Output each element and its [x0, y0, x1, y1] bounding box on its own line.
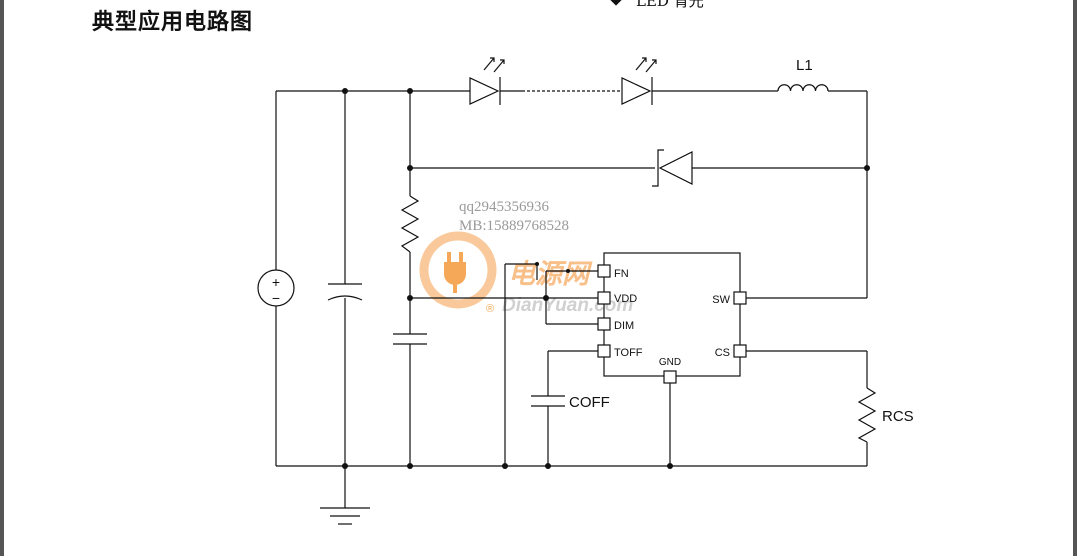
schottky-diode-icon: [652, 149, 693, 187]
window-edge-left: [0, 0, 4, 556]
input-capacitor-icon: [327, 283, 363, 301]
pin-vdd: [597, 291, 611, 305]
coff-capacitor-icon: [531, 395, 565, 407]
pin-gnd-label: GND: [659, 357, 681, 368]
watermark-qq: qq2945356936: [459, 199, 549, 215]
pin-vdd-label: VDD: [614, 293, 637, 305]
ground-icon: [320, 507, 370, 525]
rcs-label: RCS: [882, 408, 914, 425]
pin-fn: [597, 264, 611, 278]
wires: [275, 90, 868, 508]
inductor-label: L1: [796, 57, 813, 74]
led-1-icon: [469, 57, 505, 105]
pin-sw-label: SW: [712, 294, 730, 306]
vdd-capacitor-icon: [393, 333, 427, 345]
logo-registered-mark: ®: [486, 303, 494, 315]
logo-ring-icon: [419, 231, 497, 309]
pin-gnd: [663, 370, 677, 384]
dc-source-icon: + −: [257, 269, 295, 307]
driver-ic: FN VDD DIM TOFF GND SW CS: [597, 252, 747, 384]
rcs-resistor-icon: [857, 387, 877, 443]
window-edge-right: [1073, 0, 1077, 556]
coff-label: COFF: [569, 394, 610, 411]
pin-toff: [597, 344, 611, 358]
pin-dim-label: DIM: [614, 320, 634, 332]
watermark-mobile: MB:15889768528: [459, 218, 570, 234]
previous-list-item: LED 背光: [610, 0, 704, 11]
led-2-icon: [621, 57, 657, 105]
pin-cs: [733, 344, 747, 358]
pin-cs-label: CS: [715, 347, 730, 359]
source-minus-sign: −: [272, 290, 280, 306]
source-plus-sign: +: [272, 274, 280, 290]
pin-toff-label: TOFF: [614, 347, 643, 359]
inductor-l1-icon: [777, 84, 829, 92]
pin-dim: [597, 317, 611, 331]
pin-fn-label: FN: [614, 268, 629, 280]
plug-icon: [444, 262, 466, 285]
page-title: 典型应用电路图: [92, 10, 254, 35]
startup-resistor-icon: [400, 195, 420, 253]
previous-list-item-text: LED 背光: [636, 0, 704, 10]
pin-sw: [733, 291, 747, 305]
junctions: [342, 88, 870, 469]
